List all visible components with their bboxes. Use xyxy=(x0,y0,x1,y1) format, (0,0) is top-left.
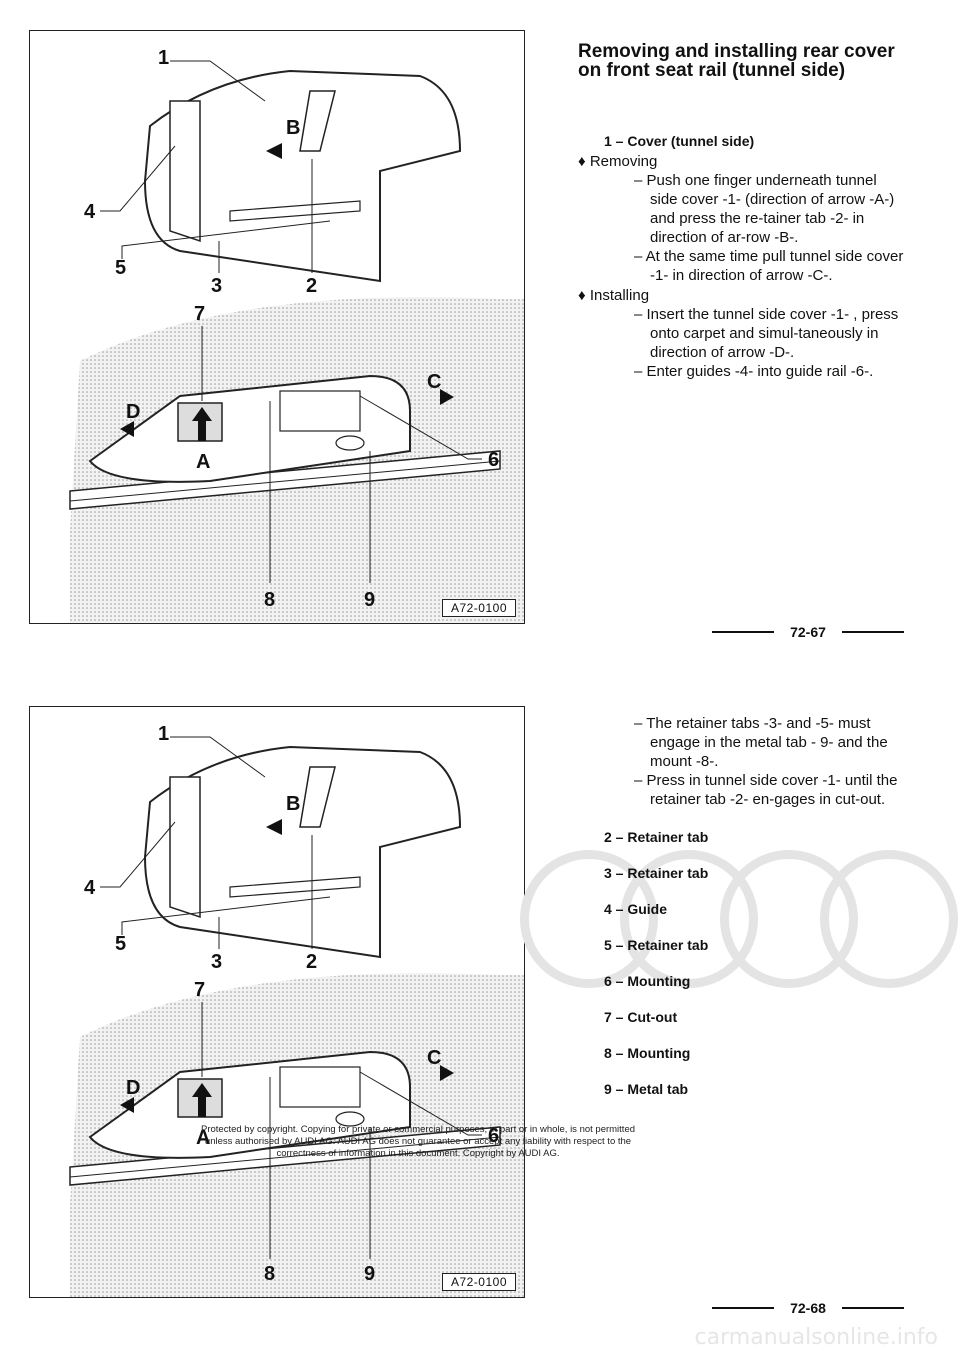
copyright-notice: Protected by copyright. Copying for priv… xyxy=(200,1124,636,1159)
divider xyxy=(841,631,904,633)
installing-step-2: – Enter guides -4- into guide rail -6-. xyxy=(634,363,874,380)
installing-label: Installing xyxy=(589,287,650,304)
seat-rail-cover-drawing xyxy=(69,736,524,1297)
page-number-text: 72-67 xyxy=(790,624,826,640)
diamond-bullet-icon: ♦ xyxy=(578,153,586,170)
divider xyxy=(712,1307,775,1309)
site-watermark: carmanualsonline.info xyxy=(694,1325,938,1350)
callout-9: 9 xyxy=(364,1263,376,1285)
page-number-text: 72-68 xyxy=(790,1300,826,1316)
list-item: 4 – Guide xyxy=(604,901,668,917)
callout-2: 2 xyxy=(306,951,318,973)
list-item: 7 – Cut-out xyxy=(604,1009,678,1025)
list-item: 9 – Metal tab xyxy=(604,1081,689,1097)
callout-8: 8 xyxy=(264,589,276,611)
callout-7: 7 xyxy=(194,303,206,325)
installing-bullet: ♦ Installing xyxy=(578,286,908,305)
item-list: 2 – Retainer tab 3 – Retainer tab 4 – Gu… xyxy=(578,828,908,1099)
divider xyxy=(841,1307,904,1309)
callout-d: D xyxy=(126,401,141,423)
list-item: 3 – Retainer tab xyxy=(604,865,709,881)
removing-step-2: – At the same time pull tunnel side cove… xyxy=(634,248,904,284)
install-step-3: – The retainer tabs -3- and -5- must eng… xyxy=(634,715,888,770)
callout-d: D xyxy=(126,1077,141,1099)
callout-a: A xyxy=(196,1127,211,1149)
list-item: 5 – Retainer tab xyxy=(604,937,709,953)
callout-8: 8 xyxy=(264,1263,276,1285)
removing-step-1: – Push one finger underneath tunnel side… xyxy=(634,172,895,246)
audi-ring-watermark xyxy=(820,850,958,988)
callout-7: 7 xyxy=(194,979,206,1001)
callout-a: A xyxy=(196,451,211,473)
callout-c: C xyxy=(427,1047,442,1069)
figure-bottom: 1 4 5 3 2 7 B C D A 6 8 9 A72-0100 xyxy=(29,706,525,1298)
callout-5: 5 xyxy=(115,933,127,955)
page-title: Removing and installing rear cover on fr… xyxy=(578,41,895,81)
callout-2: 2 xyxy=(306,275,318,297)
callout-b: B xyxy=(286,793,301,815)
callout-6: 6 xyxy=(488,449,500,471)
seat-rail-cover-drawing xyxy=(69,60,524,623)
diamond-bullet-icon: ♦ xyxy=(578,287,586,304)
figure-code: A72-0100 xyxy=(441,599,516,617)
callout-1: 1 xyxy=(158,47,170,69)
page1-text: Removing and installing rear cover on fr… xyxy=(578,42,908,381)
page-number-2: 72-68 xyxy=(712,1300,904,1316)
installing-step-1: – Insert the tunnel side cover -1- , pre… xyxy=(634,306,899,361)
list-item: 2 – Retainer tab xyxy=(604,829,709,845)
removing-label: Removing xyxy=(589,153,658,170)
removing-bullet: ♦ Removing xyxy=(578,152,908,171)
callout-4: 4 xyxy=(84,201,96,223)
callout-b: B xyxy=(286,117,301,139)
divider xyxy=(712,631,775,633)
install-step-4: – Press in tunnel side cover -1- until t… xyxy=(634,772,898,808)
callout-c: C xyxy=(427,371,442,393)
figure-code: A72-0100 xyxy=(441,1273,516,1291)
callout-1: 1 xyxy=(158,723,170,745)
callout-3: 3 xyxy=(211,275,223,297)
callout-4: 4 xyxy=(84,877,96,899)
page-number-1: 72-67 xyxy=(712,624,904,640)
page2-text: – The retainer tabs -3- and -5- must eng… xyxy=(578,714,908,1116)
figure-top: 1 4 5 3 2 7 B C D A 6 8 9 A72-0100 xyxy=(29,30,525,624)
list-item: 8 – Mounting xyxy=(604,1045,691,1061)
callout-3: 3 xyxy=(211,951,223,973)
item-1-heading: 1 – Cover (tunnel side) xyxy=(604,133,755,149)
callout-5: 5 xyxy=(115,257,127,279)
list-item: 6 – Mounting xyxy=(604,973,691,989)
callout-9: 9 xyxy=(364,589,376,611)
callout-6: 6 xyxy=(488,1125,500,1147)
